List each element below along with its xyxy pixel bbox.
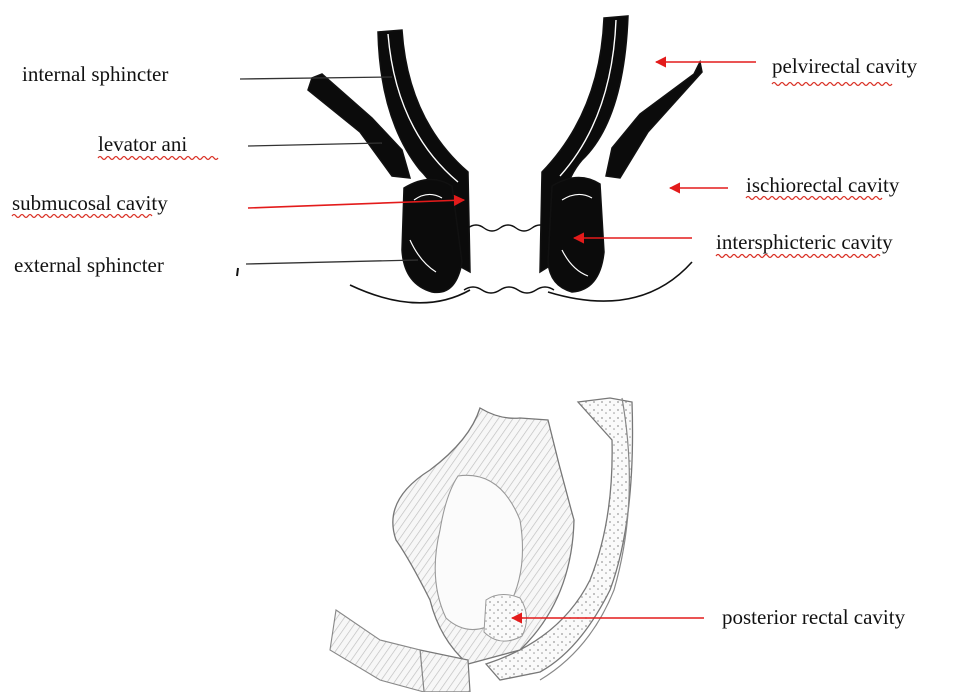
external-sphincter-leader [246, 260, 418, 264]
label-external-sphincter: external sphincter [14, 253, 164, 277]
left-external-sphincter [402, 179, 462, 292]
sagittal-section-diagram [330, 398, 633, 692]
right-rectal-wall [540, 16, 702, 292]
label-intersphicteric-cavity: intersphicteric cavity [716, 230, 893, 254]
label-levator-ani: levator ani [98, 132, 187, 156]
stray-mark [237, 268, 238, 276]
perineum-outline [350, 262, 692, 303]
levator-ani-leader [248, 143, 382, 146]
anal-canal-wavy-bottom [464, 287, 554, 293]
label-ischiorectal-cavity: ischiorectal cavity [746, 173, 900, 197]
coronal-section-diagram [237, 16, 702, 303]
anal-canal-wavy-top [468, 225, 548, 231]
squiggle-intersphicteric [716, 255, 880, 258]
squiggle-levator-ani [98, 157, 218, 160]
squiggle-pelvirectal [772, 83, 892, 86]
left-rectal-wall [308, 30, 470, 292]
label-internal-sphincter: internal sphincter [22, 62, 168, 86]
perineal-muscle-fibers [330, 610, 424, 692]
label-submucosal-cavity: submucosal cavity [12, 191, 168, 215]
label-posterior-rectal-cavity: posterior rectal cavity [722, 605, 906, 629]
label-pelvirectal-cavity: pelvirectal cavity [772, 54, 918, 78]
